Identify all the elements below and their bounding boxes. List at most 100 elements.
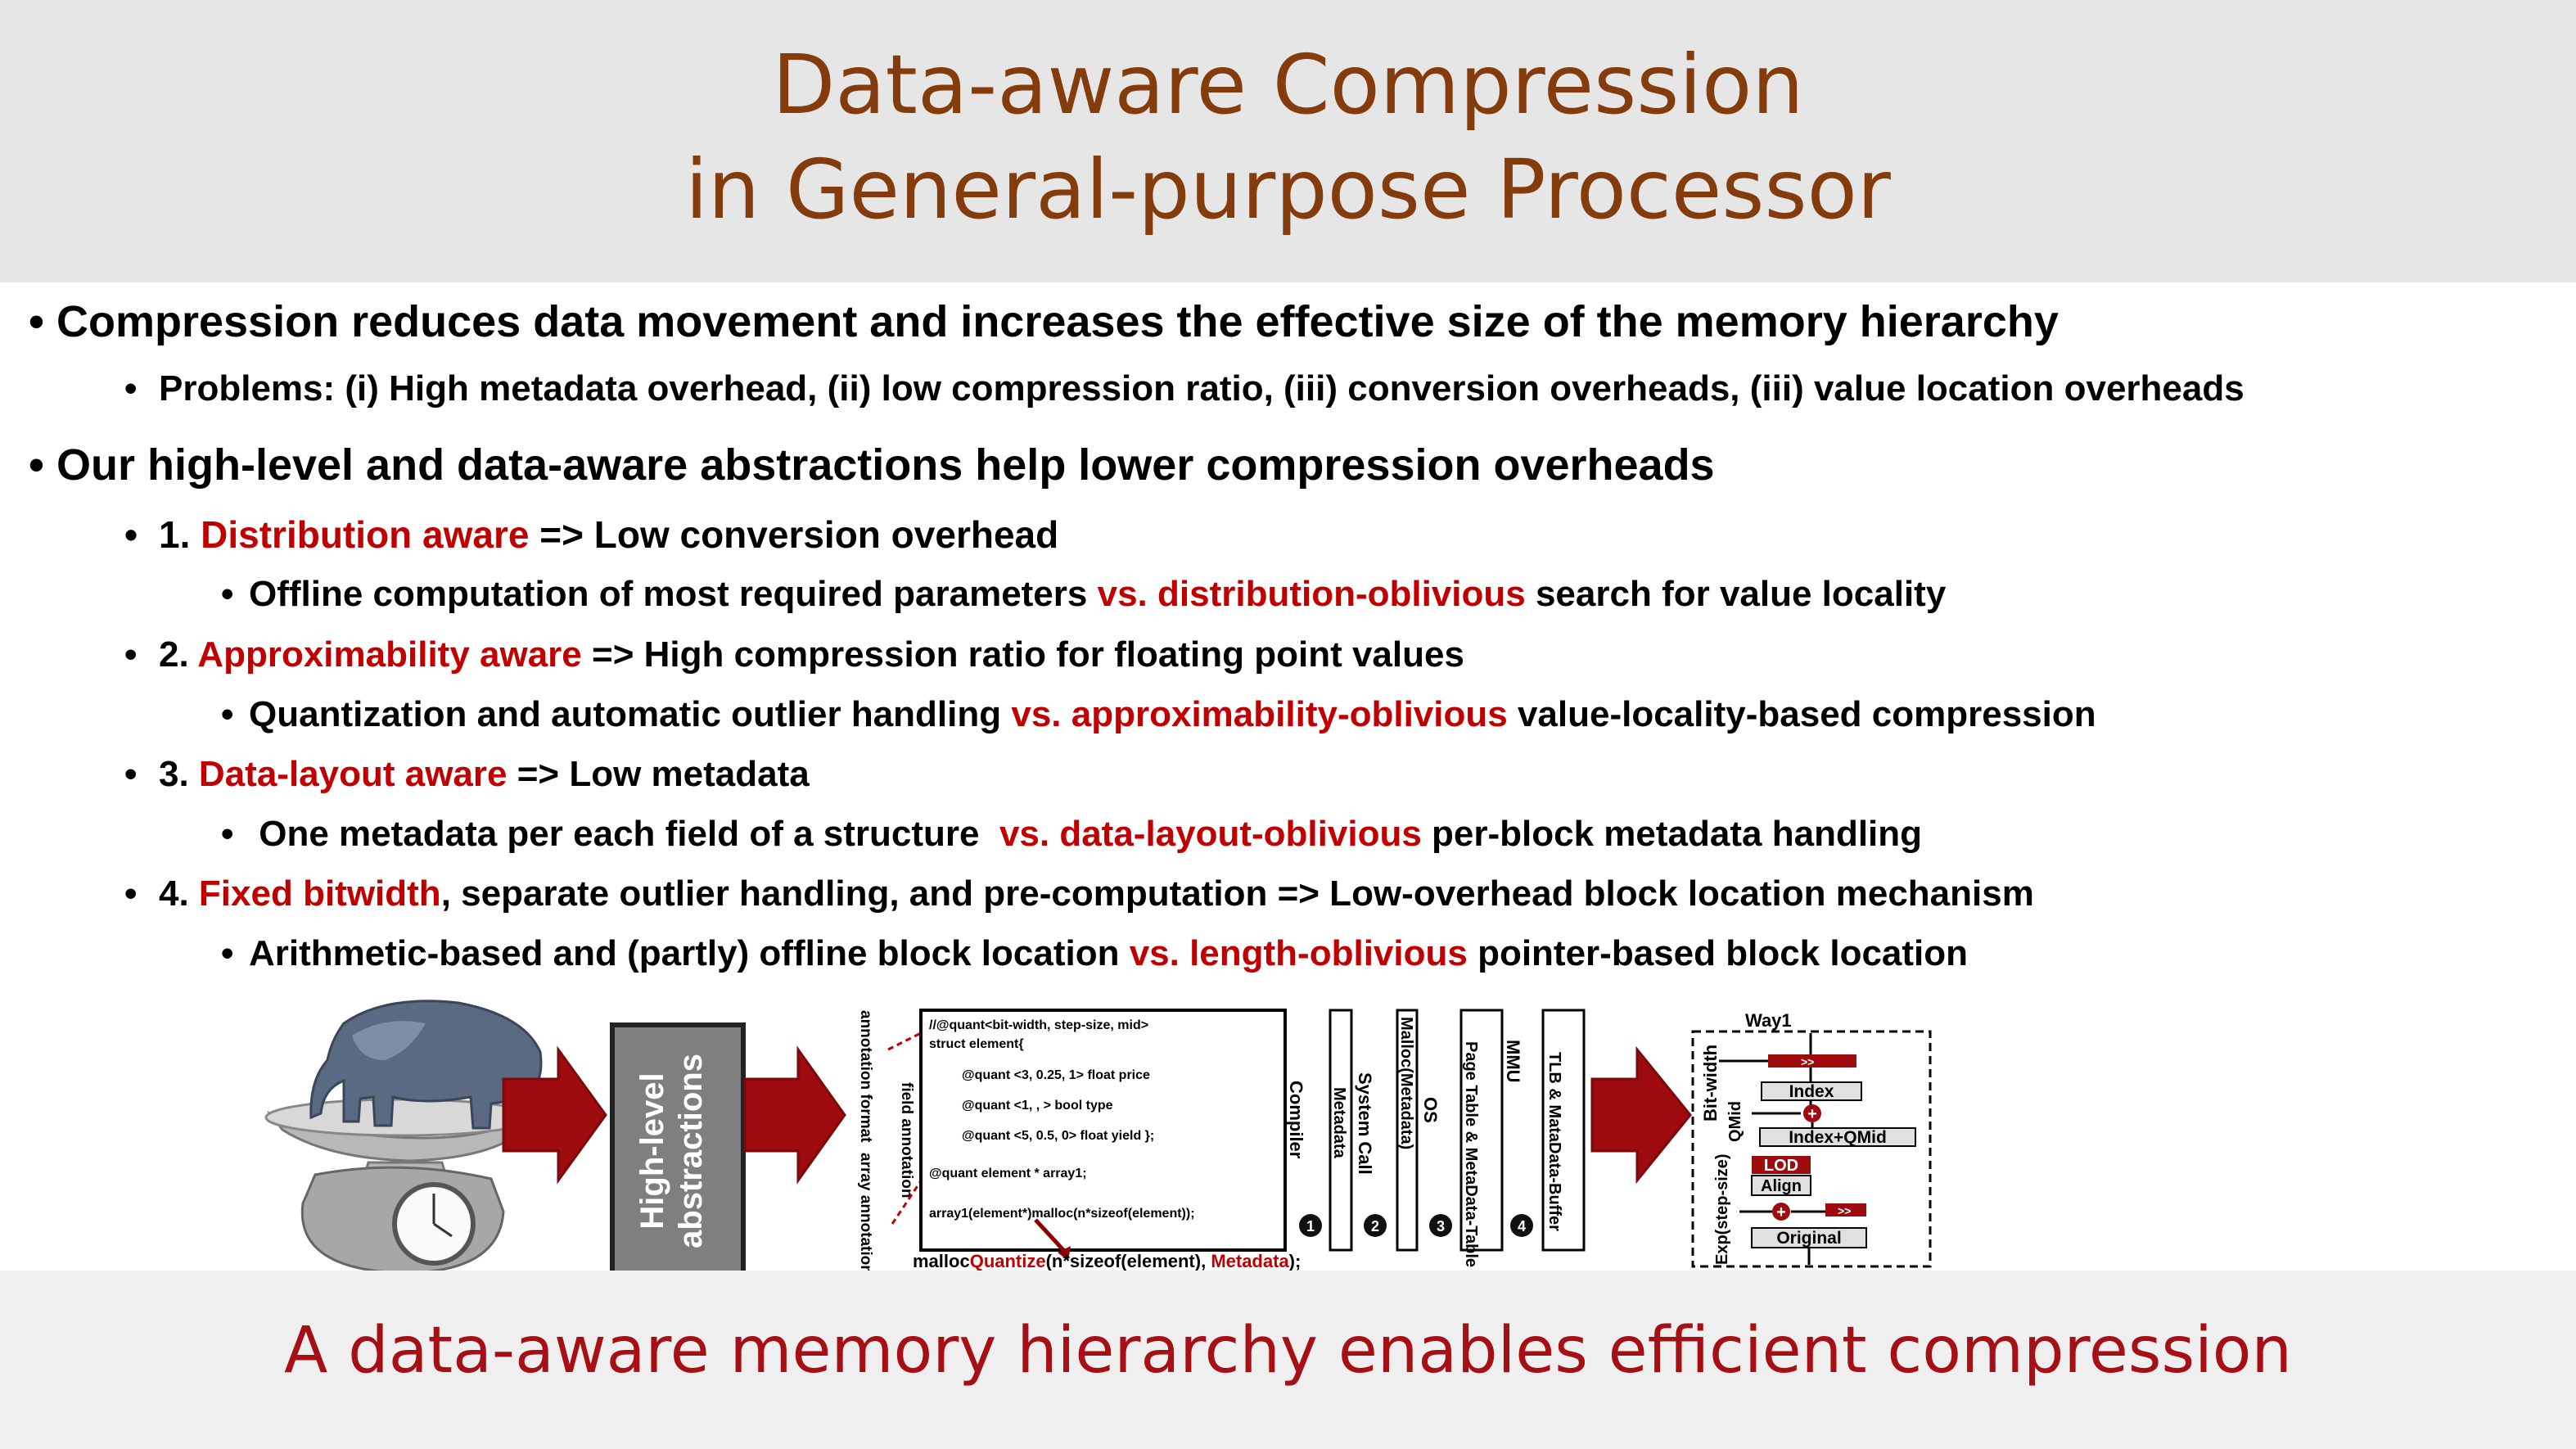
adder-2: + <box>1776 1203 1786 1221</box>
bullet-dot: • <box>124 873 138 914</box>
slide-title: Data-aware Compression in General-purpos… <box>0 33 2576 242</box>
item-number: 3. <box>159 754 199 794</box>
align-box <box>1751 1175 1811 1196</box>
bullet-dot: • <box>221 933 234 973</box>
bullet-dot: • <box>221 814 234 854</box>
code-line-5: @quant <5, 0.5, 0> float yield }; <box>962 1129 1154 1143</box>
item-keyword: Approximability aware <box>197 634 582 675</box>
code-line-1: //@quant<bit-width, step-size, mid> <box>929 1018 1148 1032</box>
item-text: => Low conversion overhead <box>529 513 1059 556</box>
stage-2-box-label: Malloc(Metadata) <box>1397 1017 1415 1149</box>
stage-2-label: System Call <box>1355 1072 1375 1175</box>
stage-4-label: MMU <box>1503 1040 1523 1083</box>
stage-1-label: Compiler <box>1286 1081 1306 1159</box>
shift-block-top <box>1768 1054 1856 1068</box>
shift-label-bottom: >> <box>1838 1204 1851 1217</box>
shift-label-top: >> <box>1801 1055 1814 1068</box>
item-number: 2. <box>159 634 198 675</box>
flow-arrow-1 <box>502 1045 607 1185</box>
subitem-contrast: vs. distribution-oblivious <box>1097 574 1526 614</box>
code-line-3: @quant <3, 0.25, 1> float price <box>962 1068 1150 1082</box>
lod-label: LOD <box>1764 1157 1798 1175</box>
elephant-scale-illustration <box>264 1000 543 1275</box>
bitwidth-label: Bit-width <box>1700 1045 1721 1122</box>
bullet-dot: • <box>124 513 138 556</box>
item-text: => High compression ratio for floating p… <box>581 634 1464 675</box>
bullet-abstractions: • Our high-level and data-aware abstract… <box>29 440 1715 490</box>
code-line-7: array1(element*)malloc(n*sizeof(element)… <box>929 1207 1195 1221</box>
footer-band <box>0 1271 2576 1449</box>
item-text: => Low metadata <box>507 754 810 794</box>
lod-box <box>1752 1156 1811 1174</box>
align-label: Align <box>1761 1177 1802 1195</box>
item-keyword: Distribution aware <box>201 513 530 556</box>
bullet-dot: • <box>124 754 138 794</box>
item-keyword: Data-layout aware <box>198 754 508 794</box>
annotation-field-label: field annotation <box>898 1082 915 1198</box>
index-qmid-label: Index+QMid <box>1789 1128 1887 1147</box>
stage-3-box <box>1459 1009 1504 1252</box>
original-label: Original <box>1776 1229 1841 1248</box>
code-box <box>919 1009 1287 1252</box>
stage-4-box <box>1541 1009 1586 1252</box>
title-line-2: in General-purpose Processor <box>685 142 1891 237</box>
flow-arrow-2 <box>743 1045 846 1185</box>
subitem-text-end: per-block metadata handling <box>1421 814 1923 854</box>
stage-3-number: 3 <box>1437 1218 1445 1235</box>
bullet-text: Problems: (i) High metadata overhead, (i… <box>159 368 2244 409</box>
stage-1-box <box>1329 1009 1353 1252</box>
subitem-text: Arithmetic-based and (partly) offline bl… <box>249 933 1130 973</box>
bullet-dot: • <box>124 368 138 409</box>
flow-arrow-3 <box>1590 1045 1692 1185</box>
subitem-contrast: vs. data-layout-oblivious <box>999 814 1422 854</box>
stage-1-box-label: Metadata <box>1330 1087 1348 1159</box>
index-label: Index <box>1789 1082 1834 1101</box>
title-band <box>0 0 2576 282</box>
stage-3-label: OS <box>1420 1097 1441 1123</box>
subitem-contrast: vs. approximability-oblivious <box>1011 694 1508 734</box>
bullet-dot: • <box>124 634 138 675</box>
subitem-contrast: vs. length-oblivious <box>1129 933 1468 973</box>
item-number: 1. <box>159 513 201 556</box>
pipeline-figure: High-level abstractions annotation forma… <box>264 1000 1932 1277</box>
subitem-text-end: search for value locality <box>1525 574 1947 614</box>
bullet-text: Our high-level and data-aware abstractio… <box>56 440 1715 490</box>
item-number: 4. <box>159 873 199 914</box>
bullet-problems: • Problems: (i) High metadata overhead, … <box>124 368 2244 409</box>
index-qmid-box <box>1759 1127 1916 1147</box>
item-distribution-aware: • 1. Distribution aware => Low conversio… <box>124 512 1058 557</box>
abstractions-box <box>610 1022 746 1277</box>
stage-4-number: 4 <box>1518 1218 1526 1235</box>
stage-4-box-label: TLB & MataData-Buffer <box>1545 1052 1563 1231</box>
subitem-text: Quantization and automatic outlier handl… <box>249 694 1012 734</box>
stage-2-box <box>1396 1009 1419 1252</box>
item-data-layout-aware: • 3. Data-layout aware => Low metadata <box>124 754 810 795</box>
item-fixed-bitwidth: • 4. Fixed bitwidth, separate outlier ha… <box>124 873 2034 914</box>
bullet-dot: • <box>221 574 234 614</box>
subitem-approximability: • Quantization and automatic outlier han… <box>221 694 2096 735</box>
subitem-fixed-bitwidth: • Arithmetic-based and (partly) offline … <box>221 933 1968 974</box>
stage-1-number: 1 <box>1306 1218 1315 1235</box>
bullet-dot: • <box>29 440 44 490</box>
code-line-4: @quant <1, , > bool type <box>962 1099 1113 1113</box>
malloc-quantize-label: mallocQuantize(n*sizeof(element), Metada… <box>913 1251 1301 1271</box>
item-approximability-aware: • 2. Approximability aware => High compr… <box>124 634 1464 675</box>
annotation-array-label: array annotation <box>857 1153 874 1275</box>
subitem-distribution: • Offline computation of most required p… <box>221 574 1946 615</box>
subitem-data-layout: • One metadata per each field of a struc… <box>221 814 1922 855</box>
annotation-format-label: annotation format <box>857 1010 874 1143</box>
code-line-6: @quant element * array1; <box>929 1167 1087 1180</box>
code-line-2: struct element{ <box>929 1037 1024 1051</box>
subitem-text-end: value-locality-based compression <box>1507 694 2096 734</box>
item-text: , separate outlier handling, and pre-com… <box>440 873 2034 914</box>
stage-2-number: 2 <box>1371 1218 1379 1235</box>
abstractions-line-2: abstractions <box>673 1054 709 1248</box>
bullet-compression: • Compression reduces data movement and … <box>29 296 2059 347</box>
stage-3-box-label: Page Table & MetaData-Table <box>1462 1041 1480 1267</box>
abstractions-line-1: High-level <box>634 1072 670 1229</box>
subitem-text-end: pointer-based block location <box>1467 933 1969 973</box>
exp-step-size-label: Exp(step-size) <box>1713 1153 1731 1265</box>
shift-block-bottom <box>1825 1203 1866 1217</box>
takeaway-message: A data-aware memory hierarchy enables ef… <box>284 1314 2292 1388</box>
bullet-dot: • <box>221 694 234 734</box>
